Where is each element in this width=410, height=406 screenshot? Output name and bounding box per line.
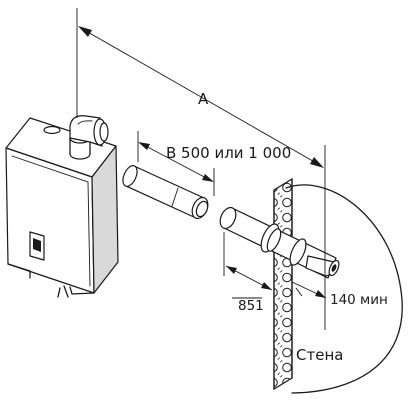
terminal-pipe — [219, 206, 340, 279]
extension-pipe — [122, 165, 209, 220]
label-wall: Стена — [296, 346, 343, 364]
exterior-arc — [285, 184, 403, 394]
dimension-a — [76, 8, 326, 330]
label-a: A — [198, 90, 209, 108]
flue-elbow — [69, 115, 109, 147]
control-panel — [29, 231, 45, 261]
dimension-b — [137, 131, 215, 196]
label-b: B 500 или 1 000 — [166, 144, 291, 162]
label-851: 851 — [238, 298, 264, 314]
label-140-min: 140 мин — [330, 292, 388, 308]
boiler — [5, 115, 119, 298]
wall — [273, 177, 293, 391]
dimension-140-min — [291, 281, 327, 299]
dimension-851 — [223, 232, 273, 299]
